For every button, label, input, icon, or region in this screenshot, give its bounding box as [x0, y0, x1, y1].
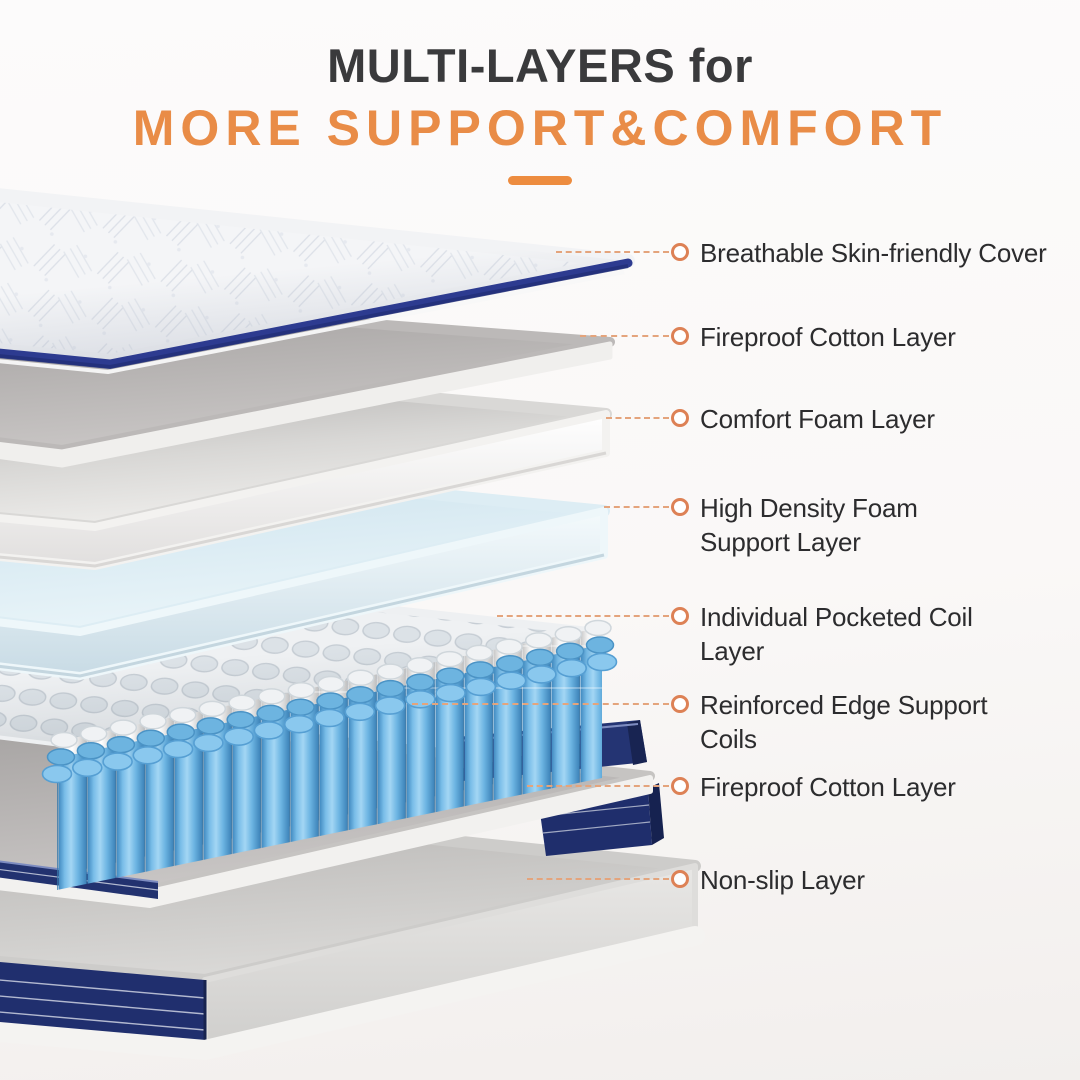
layer-label: Fireproof Cotton Layer	[700, 772, 956, 802]
layer-label: Non-slip Layer	[700, 865, 865, 895]
quilted-cover-layer	[0, 188, 635, 374]
leader-line	[527, 878, 669, 880]
label-row-fireproof-top: Fireproof Cotton Layer	[0, 320, 1080, 390]
pocketed-coil-layer	[0, 563, 618, 890]
label-row-comfort-foam: Comfort Foam Layer	[0, 402, 1080, 472]
layer-label-line2: Coils	[700, 724, 757, 754]
layer-label: Reinforced Edge Support	[700, 690, 988, 720]
page-subtitle: MORE SUPPORT&COMFORT	[132, 100, 948, 156]
layer-marker-icon	[671, 777, 689, 795]
layer-marker-icon	[671, 243, 689, 261]
layer-label-line2: Support Layer	[700, 527, 861, 557]
layer-label-line2: Layer	[700, 636, 765, 666]
page-title: MULTI-LAYERS for	[327, 39, 753, 92]
layer-label: Fireproof Cotton Layer	[700, 322, 956, 352]
leader-line	[556, 251, 669, 253]
layer-label: Comfort Foam Layer	[700, 404, 935, 434]
layer-label: High Density Foam	[700, 493, 918, 523]
leader-line	[606, 417, 669, 419]
leader-line	[497, 615, 669, 617]
layer-label: Breathable Skin-friendly Cover	[700, 238, 1047, 268]
leader-line	[412, 703, 669, 705]
leader-line	[580, 335, 669, 337]
layer-marker-icon	[671, 498, 689, 516]
layer-marker-icon	[671, 870, 689, 888]
leader-line	[604, 506, 669, 508]
white-coil-tops	[50, 619, 612, 749]
label-row-fireproof-bottom: Fireproof Cotton Layer	[0, 770, 1080, 840]
layer-marker-icon	[671, 695, 689, 713]
blue-coil-tops-back	[46, 636, 615, 766]
layer-label: Individual Pocketed Coil	[700, 602, 973, 632]
layer-marker-icon	[671, 607, 689, 625]
leader-line	[527, 785, 669, 787]
label-row-non-slip: Non-slip Layer	[0, 863, 1080, 933]
layer-marker-icon	[671, 409, 689, 427]
title-underline	[508, 176, 572, 185]
layer-marker-icon	[671, 327, 689, 345]
blue-coil-tops-front	[41, 652, 618, 784]
label-row-cover: Breathable Skin-friendly Cover	[0, 236, 1080, 306]
